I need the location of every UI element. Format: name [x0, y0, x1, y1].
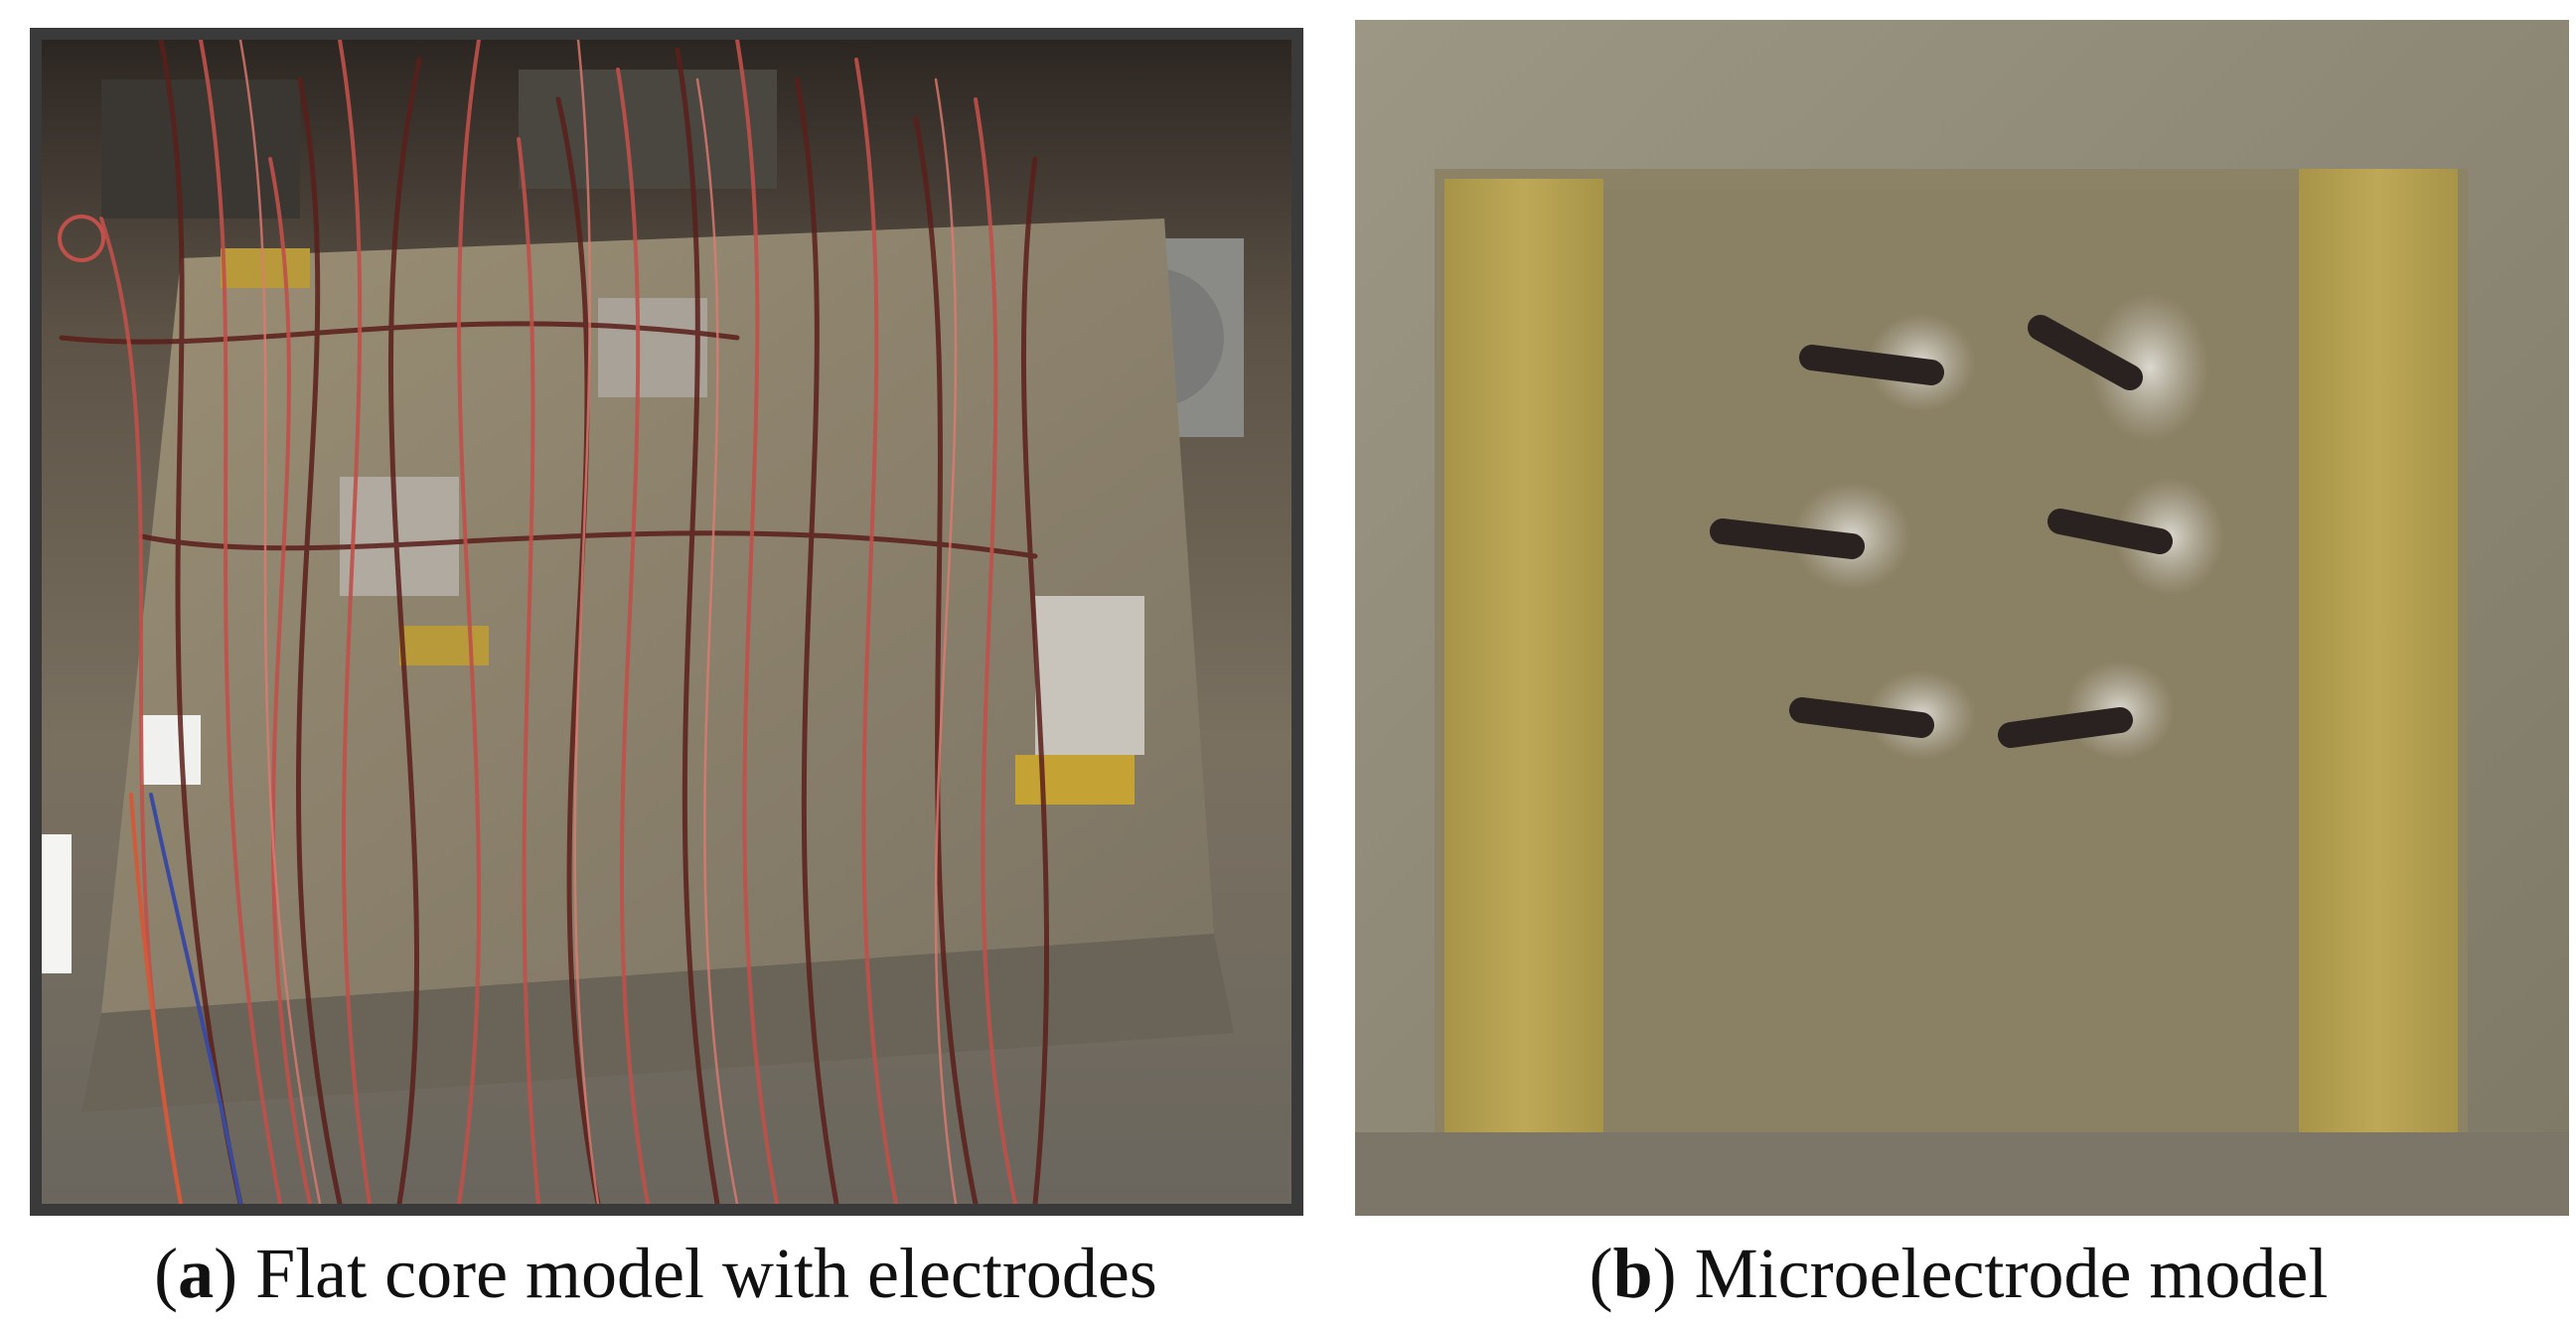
- caption-a-letter: a: [178, 1234, 215, 1313]
- flat-core-photo-drawing: [42, 40, 1291, 1204]
- caption-a-text: Flat core model with electrodes: [255, 1234, 1157, 1313]
- microelectrode-photo: [1355, 20, 2569, 1216]
- caption-b: (b) Microelectrode model: [1589, 1234, 2329, 1313]
- microelectrode-photo-drawing: [1355, 20, 2569, 1216]
- panel-a: (a) Flat core model with electrodes: [30, 28, 1303, 1313]
- flat-core-photo: [30, 28, 1303, 1216]
- caption-a: (a) Flat core model with electrodes: [154, 1234, 1157, 1313]
- panel-b: (b) Microelectrode model: [1341, 0, 2576, 1326]
- caption-b-text: Microelectrode model: [1694, 1234, 2329, 1313]
- caption-b-letter: b: [1612, 1234, 1653, 1313]
